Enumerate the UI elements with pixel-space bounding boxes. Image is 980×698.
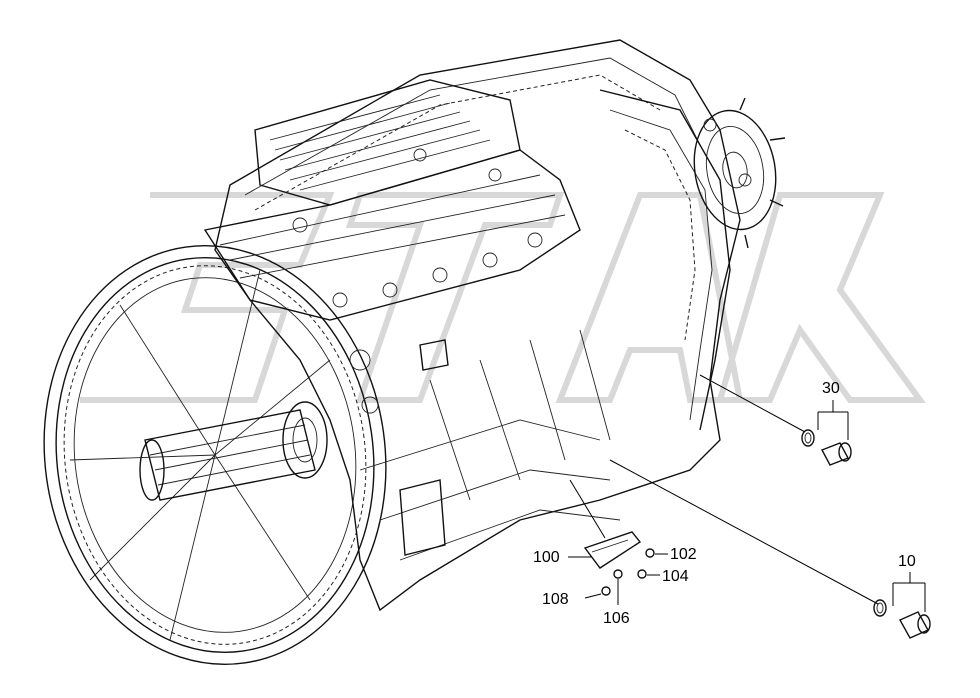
callout-100: 100	[533, 549, 560, 566]
callout-108: 108	[542, 591, 569, 608]
cover-plate-assembly	[568, 479, 668, 605]
callout-30: 30	[822, 380, 840, 397]
gearbox-housing	[214, 39, 741, 612]
callout-104: 104	[662, 568, 689, 585]
part-10-plug-assembly	[609, 459, 931, 639]
part-30-plug-assembly	[699, 374, 852, 466]
callout-102: 102	[670, 546, 697, 563]
bell-housing	[43, 245, 387, 665]
input-shaft	[139, 401, 328, 501]
output-flange	[693, 97, 786, 249]
shift-module	[203, 79, 581, 414]
watermark	[80, 192, 926, 403]
callout-106: 106	[603, 610, 630, 627]
callout-10: 10	[898, 553, 916, 570]
